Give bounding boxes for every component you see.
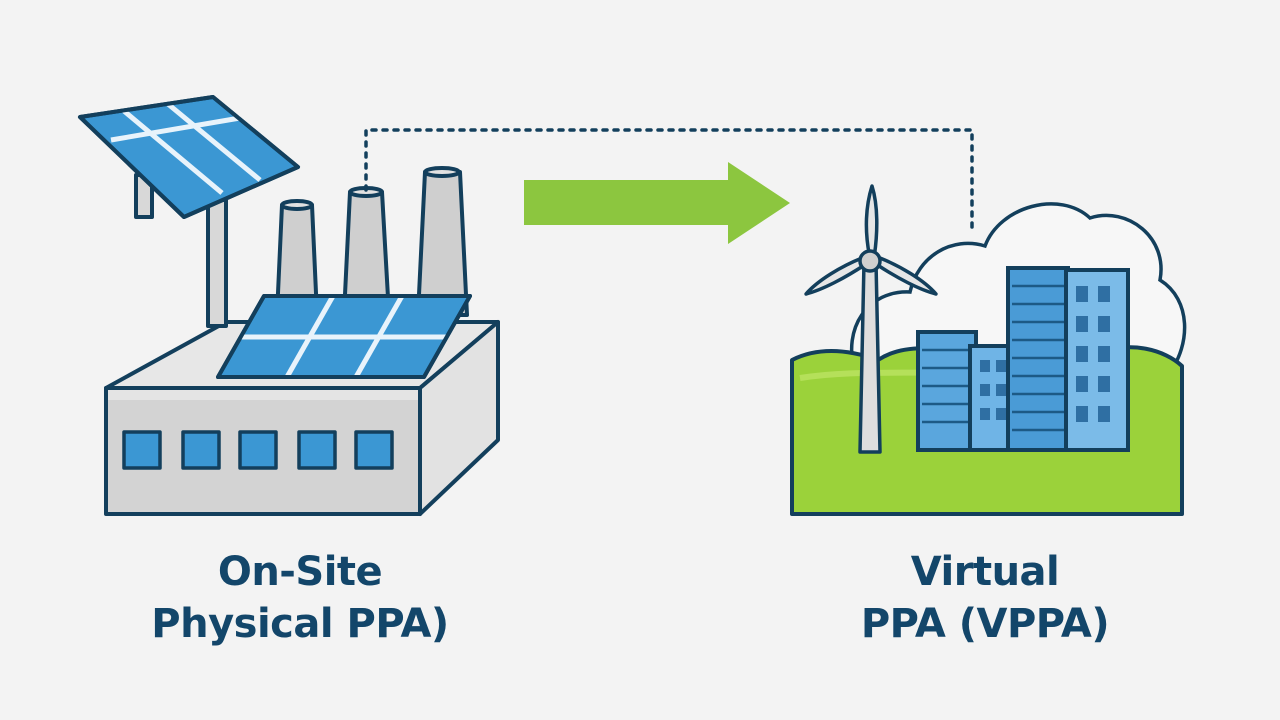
building-icon bbox=[916, 330, 978, 452]
virtual-ppa-label: Virtual PPA (VPPA) bbox=[790, 546, 1180, 650]
wind-turbine-icon bbox=[804, 184, 938, 454]
window-icon bbox=[122, 430, 162, 470]
virtual-ppa-label-line1: Virtual bbox=[910, 549, 1060, 595]
on-site-ppa-label-line1: On-Site bbox=[217, 549, 383, 595]
window-icon bbox=[297, 430, 337, 470]
arrow-right-icon bbox=[524, 162, 790, 244]
virtual-ppa-label-line2: PPA (VPPA) bbox=[860, 601, 1110, 647]
solar-panel-icon bbox=[216, 294, 472, 379]
on-site-ppa-label-line2: Physical PPA) bbox=[151, 601, 449, 647]
building-icon bbox=[1064, 268, 1130, 452]
window-icon bbox=[181, 430, 221, 470]
chimney-icon bbox=[416, 166, 469, 317]
factory-with-solar-icon bbox=[78, 95, 500, 516]
chimney-icon bbox=[342, 186, 391, 317]
window-icon bbox=[354, 430, 394, 470]
wind-turbine-city-icon bbox=[790, 184, 1187, 516]
building-icon bbox=[1006, 266, 1070, 452]
on-site-ppa-label: On-Site Physical PPA) bbox=[120, 546, 480, 650]
panel-pole bbox=[206, 198, 228, 328]
solar-panel-icon bbox=[78, 95, 300, 219]
window-icon bbox=[238, 430, 278, 470]
dotted-connector bbox=[364, 128, 974, 234]
factory-windows bbox=[122, 430, 394, 470]
